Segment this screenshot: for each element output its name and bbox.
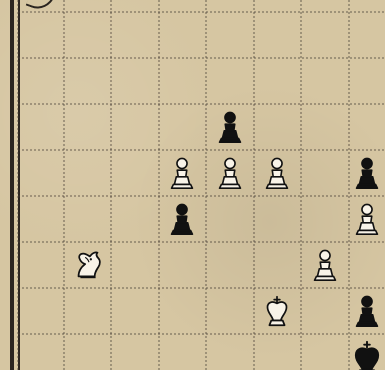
black-pawn-icon <box>348 154 385 192</box>
black-pawn-icon <box>211 108 249 146</box>
black-pawn-icon <box>163 200 201 238</box>
white-knight-c4 <box>69 246 107 284</box>
white-king-g3 <box>258 292 296 330</box>
white-pawn-icon <box>163 154 201 192</box>
black-king-i2 <box>348 338 385 370</box>
white-pawn-icon <box>306 246 344 284</box>
board-grid <box>18 0 385 370</box>
white-pawn-g6 <box>258 154 296 192</box>
white-pawn-icon <box>211 154 249 192</box>
black-pawn-f7 <box>211 108 249 146</box>
white-pawn-f6 <box>211 154 249 192</box>
white-pawn-i5 <box>348 200 385 238</box>
white-knight-icon <box>69 246 107 284</box>
black-pawn-i6 <box>348 154 385 192</box>
black-pawn-i3 <box>348 292 385 330</box>
white-king-icon <box>258 292 296 330</box>
black-king-icon <box>348 338 385 370</box>
white-pawn-icon <box>258 154 296 192</box>
white-pawn-icon <box>348 200 385 238</box>
white-pawn-h4 <box>306 246 344 284</box>
black-pawn-e5 <box>163 200 201 238</box>
white-pawn-e6 <box>163 154 201 192</box>
black-pawn-icon <box>348 292 385 330</box>
